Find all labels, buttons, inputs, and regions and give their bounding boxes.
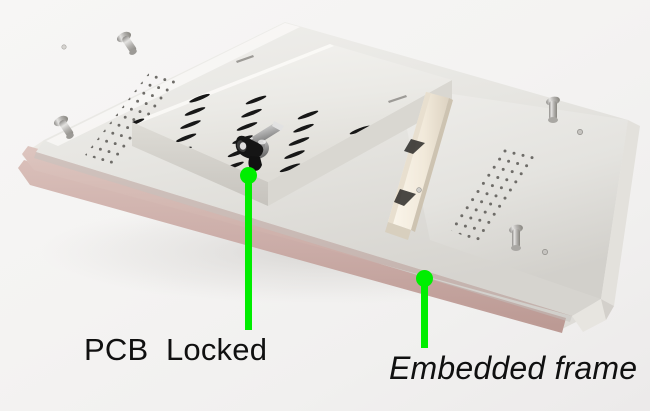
small-screw-heads (61, 44, 583, 255)
right-panel-face (398, 86, 628, 299)
callout-dot-pcb-locked (240, 167, 257, 184)
callout-dot-embedded-frame (416, 270, 433, 287)
frame-rail-divider (385, 92, 453, 240)
callout-line-embedded-frame (421, 278, 428, 348)
cover-top-face (132, 44, 452, 182)
base-panel-front-lip (34, 152, 572, 322)
cover-label-slots (236, 55, 407, 103)
screw-bottom-right (509, 224, 523, 251)
vented-cover (132, 44, 452, 206)
callout-line-pcb-locked (245, 175, 252, 330)
panel-top-highlight (46, 23, 300, 146)
label-embedded-frame: Embedded frame (389, 350, 638, 386)
screw-top-left (116, 31, 137, 55)
screw-top-right (546, 96, 560, 123)
screw-bottom-left (53, 115, 74, 139)
embedded-frame-rim (572, 120, 640, 332)
label-pcb-locked: PCB Locked (84, 332, 268, 367)
